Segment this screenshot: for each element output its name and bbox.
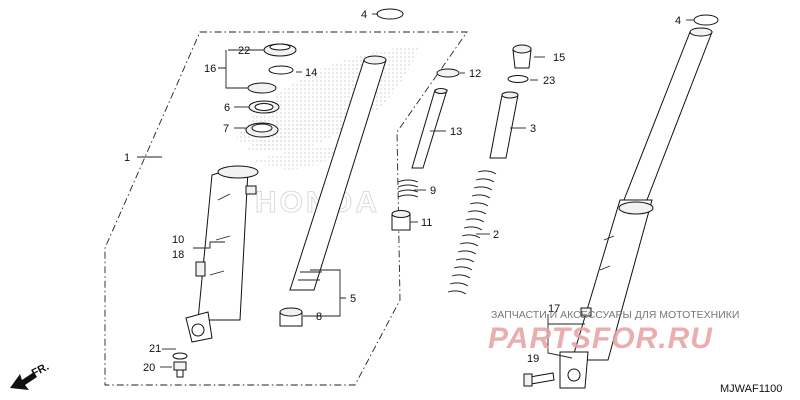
rebound-spring bbox=[397, 179, 419, 198]
callout-3: 3 bbox=[530, 123, 536, 135]
callout-19: 19 bbox=[527, 353, 539, 365]
callout-7: 7 bbox=[223, 123, 229, 135]
callout-18: 18 bbox=[172, 249, 184, 261]
callout-4-right: 4 bbox=[675, 15, 681, 27]
callout-8: 8 bbox=[316, 311, 322, 323]
callout-9: 9 bbox=[430, 185, 436, 197]
slide-bushing bbox=[279, 307, 303, 327]
front-direction-arrow: FR. bbox=[10, 361, 51, 390]
watermark-logo: PARTSFOR.RU bbox=[488, 322, 713, 355]
seal-stack bbox=[245, 43, 297, 138]
oil-lock-piece bbox=[391, 210, 411, 231]
callout-11: 11 bbox=[421, 217, 432, 229]
bolts bbox=[172, 352, 555, 387]
callout-4-left: 4 bbox=[361, 9, 367, 21]
partsfor-watermark: ЗАПЧАСТИ И АКСЕССУАРЫ ДЛЯ МОТОТЕХНИКИ PA… bbox=[488, 309, 739, 355]
fork-outer-tube-left bbox=[185, 165, 259, 343]
damper-rod bbox=[411, 68, 460, 169]
callout-2: 2 bbox=[493, 229, 499, 241]
watermark-caption: ЗАПЧАСТИ И АКСЕССУАРЫ ДЛЯ МОТОТЕХНИКИ bbox=[491, 309, 739, 321]
fork-assembly-right bbox=[559, 27, 713, 389]
callout-15: 15 bbox=[553, 52, 565, 64]
callout-6: 6 bbox=[224, 102, 230, 114]
callout-16: 16 bbox=[204, 63, 216, 75]
fork-spring bbox=[447, 170, 497, 295]
callout-13: 13 bbox=[450, 126, 462, 138]
fork-cap-bolt bbox=[507, 44, 532, 83]
fork-inner-tube bbox=[289, 55, 387, 291]
callout-10: 10 bbox=[172, 234, 184, 246]
callout-17: 17 bbox=[548, 303, 560, 315]
front-direction-label: FR. bbox=[30, 361, 51, 380]
callout-21: 21 bbox=[149, 343, 161, 355]
circlips bbox=[376, 8, 719, 26]
callout-22: 22 bbox=[238, 45, 250, 57]
assembly-outline bbox=[104, 31, 468, 386]
callout-20: 20 bbox=[143, 362, 155, 374]
diagram-code: MJWAF1100 bbox=[720, 383, 782, 395]
callout-23: 23 bbox=[543, 75, 555, 87]
callout-1: 1 bbox=[124, 152, 130, 164]
callout-labels: 1 2 3 4 4 5 6 7 8 9 10 11 12 13 14 15 16… bbox=[124, 9, 681, 374]
callout-14: 14 bbox=[305, 67, 317, 79]
callout-5: 5 bbox=[350, 293, 356, 305]
spacer-collar bbox=[489, 91, 519, 159]
leader-lines bbox=[160, 13, 694, 368]
callout-12: 12 bbox=[469, 68, 481, 80]
